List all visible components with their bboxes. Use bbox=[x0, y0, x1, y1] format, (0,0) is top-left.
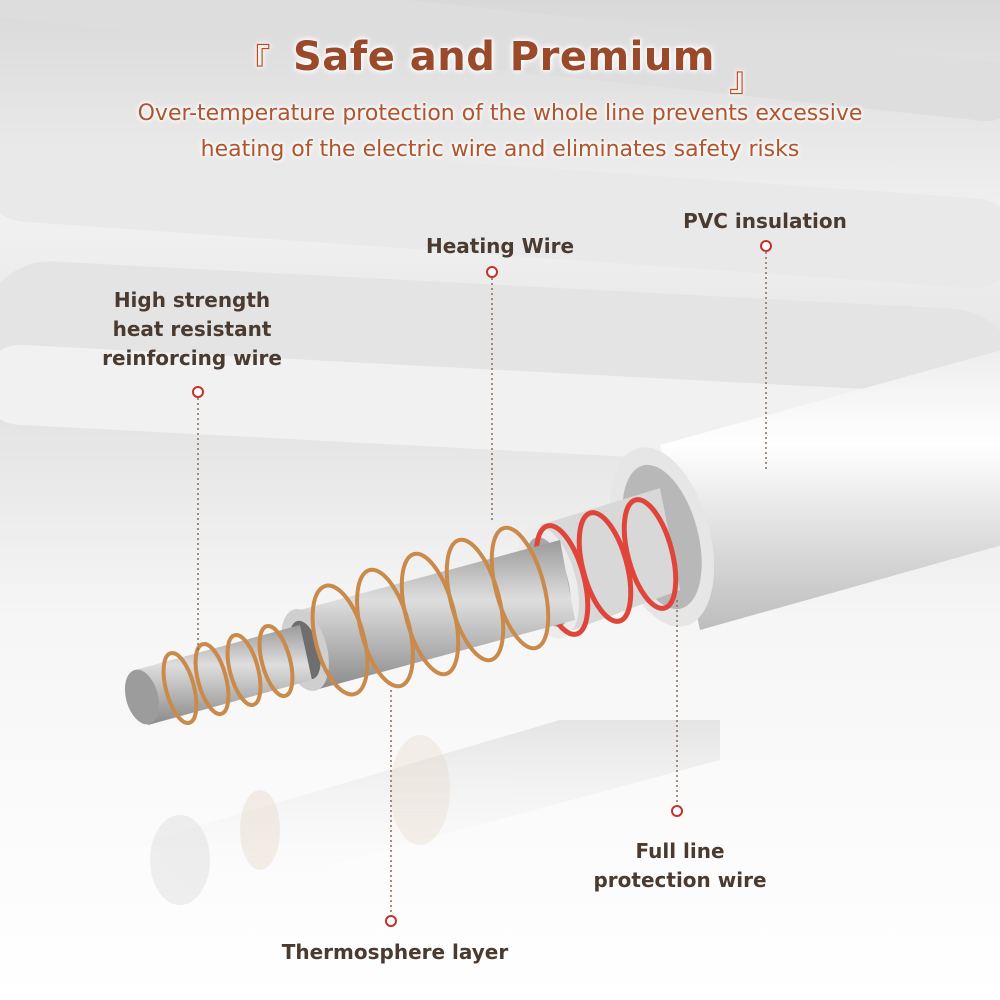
callout-dot-reinforcing bbox=[192, 386, 204, 398]
title-text: Safe and Premium bbox=[292, 34, 715, 80]
label-thermosphere: Thermosphere layer bbox=[281, 940, 509, 964]
page-subtitle: Over-temperature protection of the whole… bbox=[60, 96, 940, 168]
callout-dot-protection bbox=[671, 805, 683, 817]
callout-leaders bbox=[197, 252, 767, 915]
reinforcing-line-1: High strength bbox=[113, 288, 271, 312]
copper-reinforcing-coil bbox=[161, 624, 295, 725]
inner-core-thick bbox=[281, 540, 575, 691]
label-heating-wire: Heating Wire bbox=[425, 234, 575, 258]
label-reinforcing-wire: High strength heat resistant reinforcing… bbox=[92, 286, 292, 373]
reinforcing-line-3: reinforcing wire bbox=[102, 346, 282, 370]
title-bracket-open: 『 bbox=[236, 42, 271, 82]
subtitle-line-1: Over-temperature protection of the whole… bbox=[137, 101, 863, 126]
subtitle-line-2: heating of the electric wire and elimina… bbox=[200, 137, 800, 162]
page-title: 『 Safe and Premium 』 bbox=[0, 34, 1000, 100]
callout-dot-pvc bbox=[760, 240, 772, 252]
protection-line-2: protection wire bbox=[593, 868, 767, 892]
cable-reflection bbox=[150, 720, 720, 905]
callout-dot-thermosphere bbox=[385, 915, 397, 927]
callout-dot-heating bbox=[486, 266, 498, 278]
reinforcing-line-2: heat resistant bbox=[112, 317, 272, 341]
protection-line-1: Full line bbox=[635, 839, 725, 863]
title-bracket-close: 』 bbox=[729, 60, 764, 100]
label-protection-wire: Full line protection wire bbox=[580, 837, 780, 895]
label-pvc-insulation: PVC insulation bbox=[683, 209, 847, 233]
copper-heating-coil bbox=[310, 525, 551, 697]
